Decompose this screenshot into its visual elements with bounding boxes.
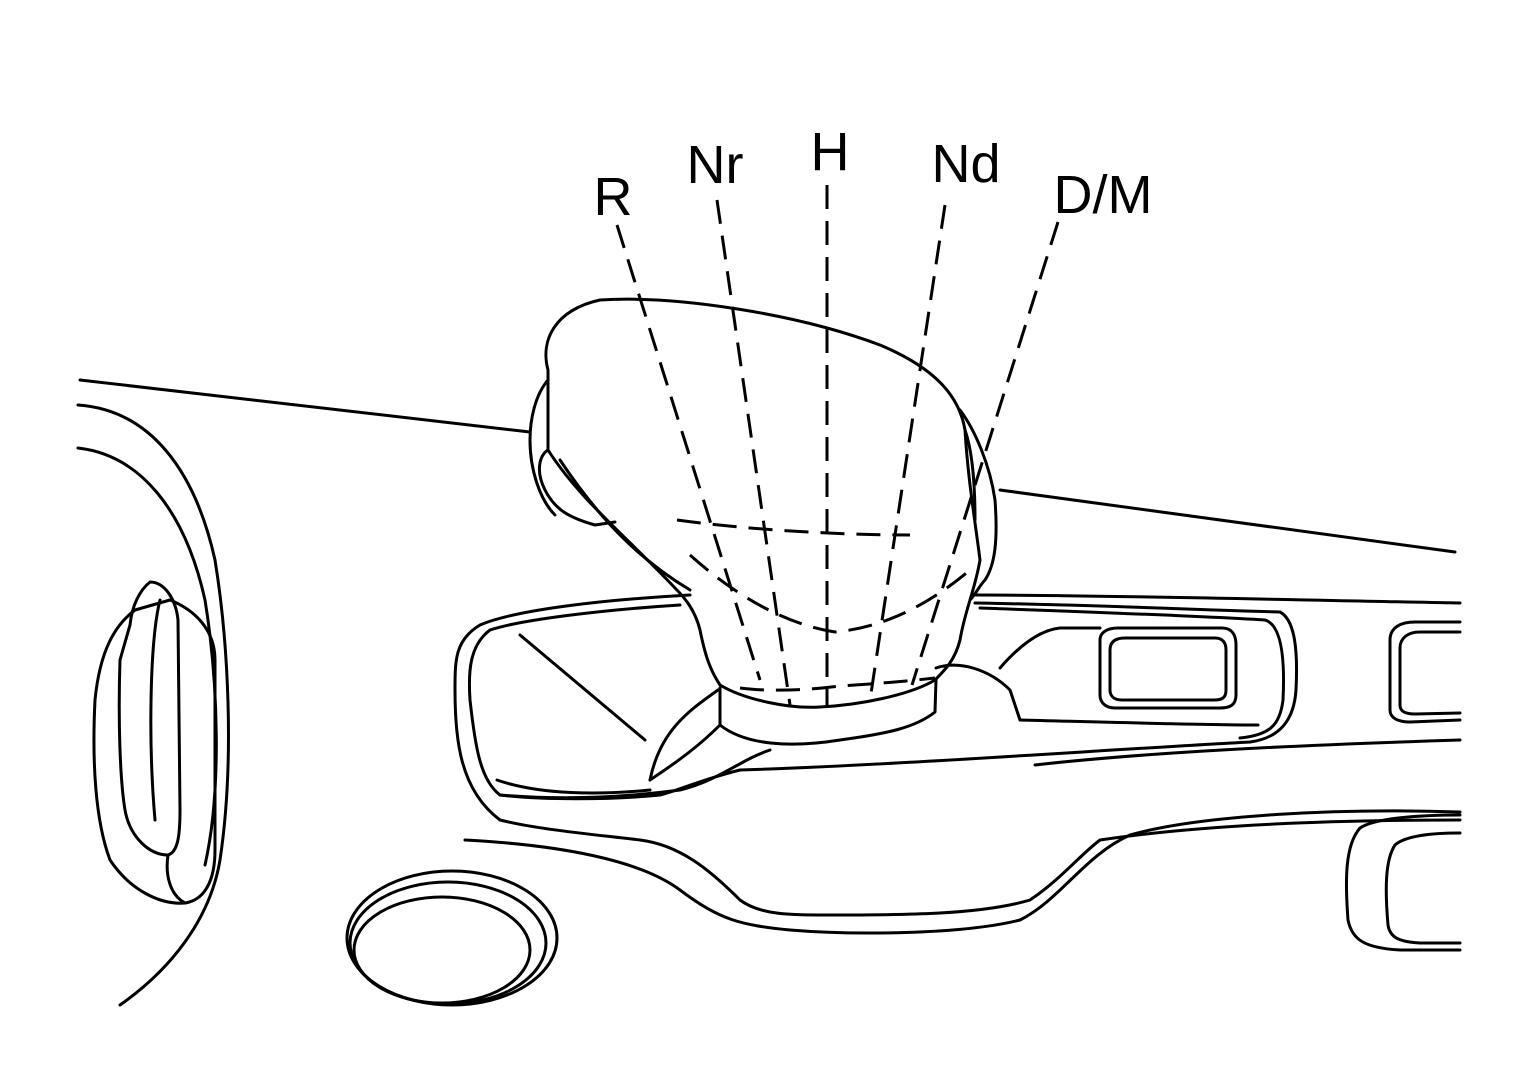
cup-holder [345,869,559,1007]
shift-line-nd [868,204,947,701]
dashboard-edge [78,378,1457,554]
shift-line-dm [910,221,1060,686]
shift-line-nr [715,199,792,706]
left-side-panel [76,403,230,1007]
shift-label-nd: Nd [931,134,1000,194]
shift-label-h: H [811,122,850,182]
shift-position-labels: R Nr H Nd D/M [594,122,1153,227]
shift-line-r [615,224,762,681]
shift-knob [528,297,998,709]
lever-boot [648,626,1102,782]
left-vent [92,580,217,905]
knob-hidden-contour [676,518,971,692]
shift-label-r: R [594,167,633,227]
lower-right-recess [1344,813,1462,952]
shift-label-dm: D/M [1054,165,1153,225]
shift-label-nr: Nr [687,135,744,195]
console-button-right [1388,620,1462,724]
center-console [453,593,1462,935]
shift-position-lines [615,185,1060,706]
console-button-center [1098,626,1238,710]
